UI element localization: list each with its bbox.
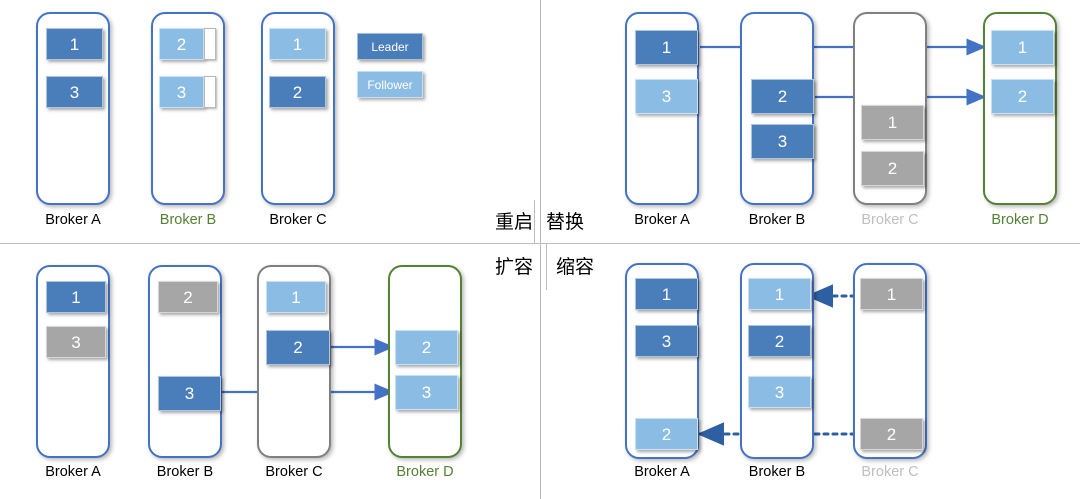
partition-block-scalein-a-2[interactable]: 2	[635, 418, 698, 450]
broker-label-scalein-b: Broker B	[748, 464, 806, 480]
partition-block-scaleout-c-2[interactable]: 2	[266, 330, 330, 365]
legend-leader: Leader	[357, 33, 423, 60]
broker-label-replace-a: Broker A	[634, 212, 690, 228]
partition-block-scaleout-b-3[interactable]: 3	[158, 376, 221, 411]
partition-block-restart-b-3[interactable]: 3	[159, 76, 204, 108]
broker-label-replace-d: Broker D	[991, 212, 1049, 228]
label-divider-restart-replace	[534, 200, 535, 244]
partition-block-restart-a-1[interactable]: 1	[46, 28, 103, 60]
section-label-scale-in: 缩容	[556, 256, 595, 278]
partition-block-scalein-b-2[interactable]: 2	[748, 325, 811, 357]
partition-block-replace-a-3[interactable]: 3	[635, 79, 698, 114]
broker-label-scalein-c: Broker C	[861, 464, 919, 480]
broker-label-replace-c: Broker C	[861, 212, 919, 228]
partition-block-restart-c-1[interactable]: 1	[269, 28, 326, 60]
broker-label-restart-a: Broker A	[45, 212, 101, 228]
section-label-replace: 替换	[546, 211, 585, 233]
partition-block-replace-b-3[interactable]: 3	[751, 124, 814, 159]
partition-block-restart-a-3[interactable]: 3	[46, 76, 103, 108]
partition-block-scaleout-d-2[interactable]: 2	[395, 330, 458, 365]
restart-stub-b-3	[204, 76, 216, 108]
broker-label-scalein-a: Broker A	[634, 464, 690, 480]
partition-block-scalein-a-3[interactable]: 3	[635, 325, 698, 357]
vertical-divider-top	[540, 0, 541, 243]
restart-stub-b-2	[204, 28, 216, 60]
section-label-scale-out: 扩容	[495, 256, 534, 278]
broker-label-replace-b: Broker B	[748, 212, 806, 228]
vertical-divider-bottom	[540, 244, 541, 499]
partition-block-replace-d-2[interactable]: 2	[991, 79, 1054, 114]
broker-label-scaleout-a: Broker A	[45, 464, 101, 480]
partition-block-scalein-b-1[interactable]: 1	[748, 278, 811, 310]
horizontal-divider	[0, 243, 1080, 244]
partition-block-replace-c-2[interactable]: 2	[861, 151, 924, 186]
section-label-restart: 重启	[495, 211, 534, 233]
partition-block-scalein-a-1[interactable]: 1	[635, 278, 698, 310]
legend-follower: Follower	[357, 71, 423, 98]
partition-block-scaleout-c-1[interactable]: 1	[266, 281, 326, 313]
partition-block-scaleout-d-3[interactable]: 3	[395, 375, 458, 410]
broker-label-restart-b: Broker B	[159, 212, 217, 228]
partition-block-replace-a-1[interactable]: 1	[635, 30, 698, 65]
broker-label-scaleout-b: Broker B	[156, 464, 214, 480]
partition-block-scalein-b-3[interactable]: 3	[748, 376, 811, 408]
partition-block-scaleout-a-1[interactable]: 1	[46, 281, 106, 313]
partition-block-replace-c-1[interactable]: 1	[861, 105, 924, 140]
partition-block-scalein-c-2[interactable]: 2	[860, 418, 923, 450]
broker-label-scaleout-d: Broker D	[396, 464, 454, 480]
partition-block-restart-b-2[interactable]: 2	[159, 28, 204, 60]
partition-block-replace-d-1[interactable]: 1	[991, 30, 1054, 65]
partition-block-replace-b-2[interactable]: 2	[751, 79, 814, 114]
partition-block-scaleout-b-2[interactable]: 2	[158, 281, 218, 313]
broker-label-restart-c: Broker C	[269, 212, 327, 228]
partition-block-scaleout-a-3[interactable]: 3	[46, 326, 106, 358]
partition-block-restart-c-2[interactable]: 2	[269, 76, 326, 108]
label-divider-scaleout-scalein	[546, 244, 547, 290]
partition-block-scalein-c-1[interactable]: 1	[860, 278, 923, 310]
broker-label-scaleout-c: Broker C	[265, 464, 323, 480]
